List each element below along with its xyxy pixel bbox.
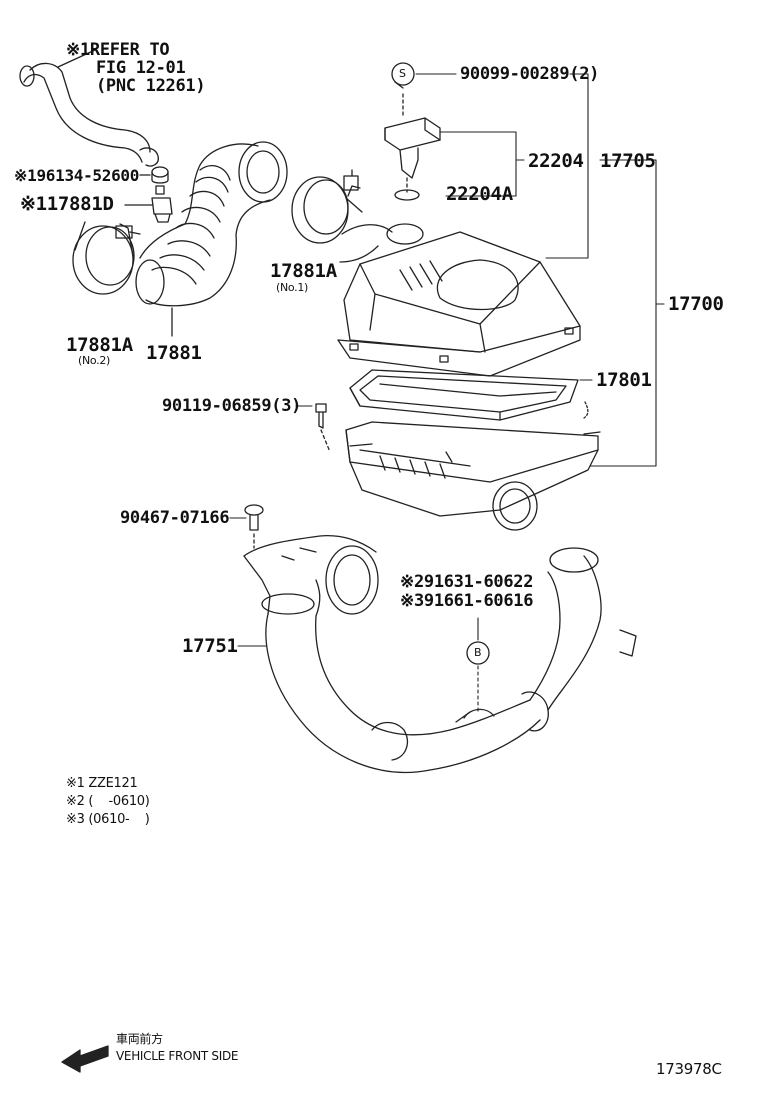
figure-id: 173978C xyxy=(656,1060,722,1078)
part-label-17881A-no1-sub: (No.1) xyxy=(276,281,309,294)
refer-note-line3: (PNC 12261) xyxy=(96,76,206,96)
intake-tube-17751-illustration xyxy=(243,534,637,774)
part-label-96134: ※196134-52600 xyxy=(14,166,140,185)
part-label-22204: 22204 xyxy=(528,150,584,172)
breather-hose-illustration xyxy=(19,49,159,167)
hose-fitting-96134-illustration xyxy=(139,166,169,195)
symbol-b-circle xyxy=(466,641,490,665)
part-label-90119: 90119-06859(3) xyxy=(162,396,302,416)
part-label-91661: ※391661-60616 xyxy=(400,591,534,611)
air-cleaner-case-illustration xyxy=(345,421,601,531)
refer-note-line1: ※1REFER TO xyxy=(66,40,170,60)
part-label-17881D: ※117881D xyxy=(20,193,114,215)
part-label-17881A-no2-sub: (No.2) xyxy=(78,354,111,367)
symbol-s-circle xyxy=(391,62,415,86)
vehicle-front-en-label: VEHICLE FRONT SIDE xyxy=(116,1049,239,1063)
bolt-90467-illustration xyxy=(244,504,264,549)
symbol-s-label: S xyxy=(399,67,406,80)
part-label-17705: 17705 xyxy=(600,150,656,172)
refer-note: ※1REFER TO FIG 12-01 (PNC 12261) xyxy=(66,40,206,96)
part-label-17881A-no1: 17881A xyxy=(270,260,337,282)
part-label-17881A-no2: 17881A xyxy=(66,334,133,356)
legend-note-2: ※2 ( -0610) xyxy=(66,794,150,809)
part-label-91631: ※291631-60622 xyxy=(400,572,534,592)
part-label-22204A: 22204A xyxy=(446,183,513,205)
air-cleaner-cap-illustration xyxy=(337,223,581,377)
leader-lines xyxy=(229,73,665,713)
vehicle-front-jp-label: 車両前方 xyxy=(116,1032,163,1046)
part-label-17801: 17801 xyxy=(596,369,652,391)
hose-clamp-no1-illustration xyxy=(291,169,363,244)
part-label-17881: 17881 xyxy=(146,342,202,364)
part-label-17700: 17700 xyxy=(668,293,724,315)
screw-90119-illustration xyxy=(315,403,331,453)
filter-element-17801-illustration xyxy=(349,369,589,421)
airflow-sensor-22204-illustration xyxy=(384,81,441,193)
refer-note-line2: FIG 12-01 xyxy=(96,58,186,78)
part-label-90099: 90099-00289(2) xyxy=(460,64,600,84)
legend-note-3: ※3 (0610- ) xyxy=(66,812,150,827)
vehicle-front-arrow-icon xyxy=(61,1045,109,1073)
hose-clamp-no2-illustration xyxy=(72,221,141,295)
legend-note-1: ※1 ZZE121 xyxy=(66,776,138,791)
part-label-90467: 90467-07166 xyxy=(120,508,230,528)
part-label-17751: 17751 xyxy=(182,635,238,657)
intake-hose-17881-illustration xyxy=(135,141,288,337)
symbol-b-label: B xyxy=(474,646,482,659)
o-ring-22204A-illustration xyxy=(394,189,420,201)
fitting-17881D-illustration xyxy=(124,197,173,223)
